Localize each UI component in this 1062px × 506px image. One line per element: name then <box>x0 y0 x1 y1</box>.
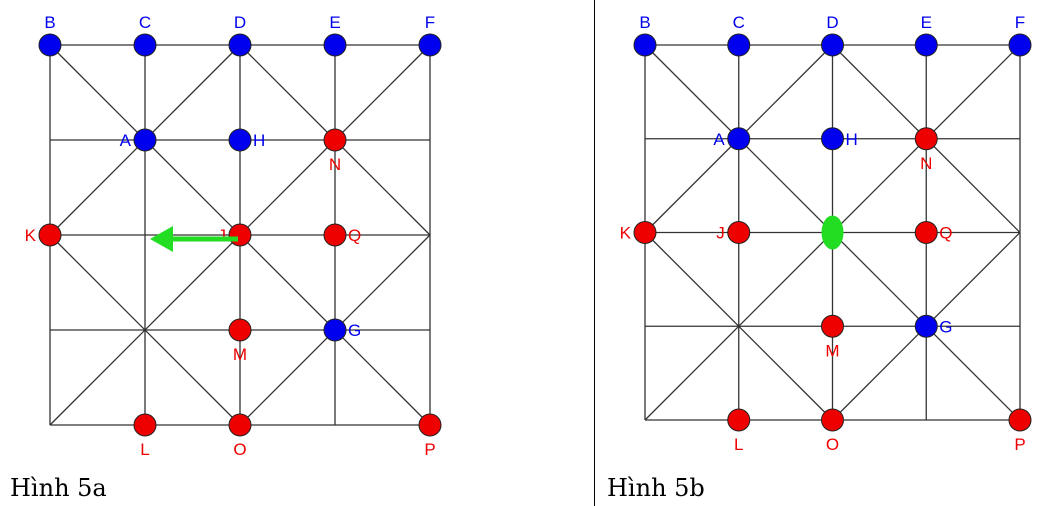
point-label-K: K <box>620 224 632 243</box>
point-label-N: N <box>329 155 341 174</box>
point-label-C: C <box>733 13 745 32</box>
piece-red-K <box>38 223 62 247</box>
piece-blue-A <box>133 128 157 152</box>
point-label-O: O <box>233 440 246 459</box>
point-label-Q: Q <box>348 226 361 245</box>
piece-blue-E <box>323 33 347 57</box>
point-label-H: H <box>846 130 858 149</box>
piece-red-O <box>821 408 844 432</box>
piece-red-M <box>228 318 252 342</box>
piece-red-L <box>727 408 751 432</box>
figure-divider <box>594 0 595 506</box>
point-label-F: F <box>425 13 435 32</box>
piece-blue-D <box>821 33 844 57</box>
highlighted-empty-point <box>821 215 844 250</box>
move-arrow-head-icon <box>150 226 173 252</box>
point-label-N: N <box>920 154 932 173</box>
point-label-J: J <box>218 226 227 245</box>
piece-blue-A <box>727 127 751 151</box>
point-label-E: E <box>921 13 932 32</box>
piece-blue-H <box>228 128 252 152</box>
piece-red-O <box>228 413 252 437</box>
piece-red-M <box>821 314 844 338</box>
point-label-L: L <box>140 440 149 459</box>
point-label-D: D <box>234 13 246 32</box>
point-label-C: C <box>139 13 151 32</box>
piece-red-Q <box>914 221 938 244</box>
point-label-E: E <box>329 13 340 32</box>
piece-red-P <box>418 413 442 437</box>
point-label-F: F <box>1015 13 1025 32</box>
point-label-P: P <box>424 440 435 459</box>
piece-red-J <box>727 221 751 244</box>
piece-red-N <box>323 128 347 152</box>
point-label-K: K <box>25 226 37 245</box>
piece-blue-E <box>914 33 938 57</box>
piece-blue-F <box>418 33 442 57</box>
piece-blue-B <box>633 33 657 57</box>
piece-red-P <box>1008 408 1032 432</box>
piece-red-J <box>228 223 252 247</box>
point-label-D: D <box>826 13 838 32</box>
point-label-B: B <box>639 13 650 32</box>
point-label-O: O <box>826 435 839 454</box>
point-label-M: M <box>233 345 247 364</box>
piece-red-Q <box>323 223 347 247</box>
point-label-A: A <box>713 130 725 149</box>
piece-blue-C <box>727 33 751 57</box>
piece-red-L <box>133 413 157 437</box>
point-label-Q: Q <box>939 224 952 243</box>
piece-blue-G <box>914 314 938 338</box>
piece-red-N <box>914 127 938 151</box>
board-line-diagonal <box>644 232 833 421</box>
point-label-G: G <box>348 321 361 340</box>
piece-blue-D <box>228 33 252 57</box>
piece-blue-F <box>1008 33 1032 57</box>
piece-blue-H <box>821 127 844 151</box>
point-label-H: H <box>253 131 265 150</box>
piece-blue-C <box>133 33 157 57</box>
piece-red-K <box>633 221 657 244</box>
point-label-G: G <box>939 317 952 336</box>
point-label-J: J <box>716 224 725 243</box>
point-label-A: A <box>120 131 132 150</box>
piece-blue-G <box>323 318 347 342</box>
point-label-L: L <box>734 435 743 454</box>
caption-figure-5a: Hình 5a <box>10 474 107 502</box>
piece-blue-B <box>38 33 62 57</box>
caption-figure-5b: Hình 5b <box>607 474 705 502</box>
board-line-diagonal <box>49 234 241 426</box>
point-label-M: M <box>825 341 839 360</box>
point-label-P: P <box>1014 435 1025 454</box>
point-label-B: B <box>44 13 55 32</box>
